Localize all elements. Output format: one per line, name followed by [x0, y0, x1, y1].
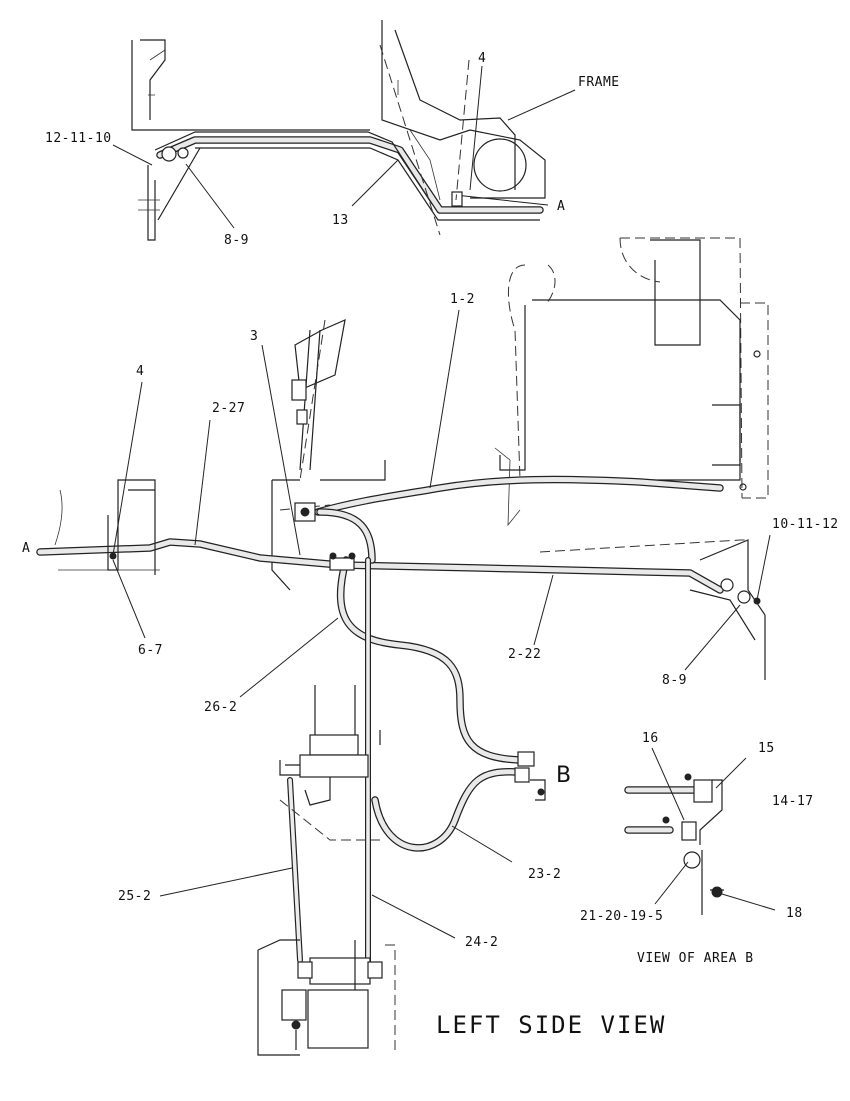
callout-main-8-9: 8-9 — [662, 673, 687, 688]
view-title: LEFT SIDE VIEW — [436, 1011, 666, 1039]
callout-21-20-19-5: 21-20-19-5 — [580, 909, 663, 924]
callout-6-7: 6-7 — [138, 643, 163, 658]
top-frame-view — [131, 20, 549, 241]
cab-frame — [271, 319, 386, 591]
frame-label: FRAME — [578, 75, 620, 90]
callout-26-2: 26-2 — [204, 700, 237, 715]
callout-15: 15 — [758, 741, 775, 756]
callout-top-13: 13 — [332, 213, 349, 228]
callout-2-27: 2-27 — [212, 401, 245, 416]
section-mark-right: A — [557, 199, 565, 214]
lower-components — [257, 685, 396, 1056]
right-bracket — [539, 539, 766, 680]
callout-14-17: 14-17 — [772, 794, 814, 809]
callout-18: 18 — [786, 906, 803, 921]
callout-top-8-9: 8-9 — [224, 233, 249, 248]
area-b-marker: B — [556, 763, 571, 788]
left-bracket — [54, 479, 160, 575]
detail-title: VIEW OF AREA B — [637, 951, 754, 966]
callout-3: 3 — [250, 329, 258, 344]
callout-16: 16 — [642, 731, 659, 746]
tank-assembly — [494, 237, 769, 527]
callout-1-2: 1-2 — [450, 292, 475, 307]
callout-main-4: 4 — [136, 364, 144, 379]
callout-top-4: 4 — [478, 51, 486, 66]
callout-23-2: 23-2 — [528, 867, 561, 882]
callout-25-2: 25-2 — [118, 889, 151, 904]
callout-top-12-11-10: 12-11-10 — [45, 131, 112, 146]
area-b-detail — [624, 773, 724, 915]
callout-2-22: 2-22 — [508, 647, 541, 662]
callout-labels: 4 12-11-10 13 8-9 FRAME A A 1-2 3 4 2-27… — [22, 51, 839, 1039]
section-mark-left: A — [22, 541, 30, 556]
callout-24-2: 24-2 — [465, 935, 498, 950]
leader-lines — [112, 65, 776, 939]
callout-10-11-12: 10-11-12 — [772, 517, 839, 532]
